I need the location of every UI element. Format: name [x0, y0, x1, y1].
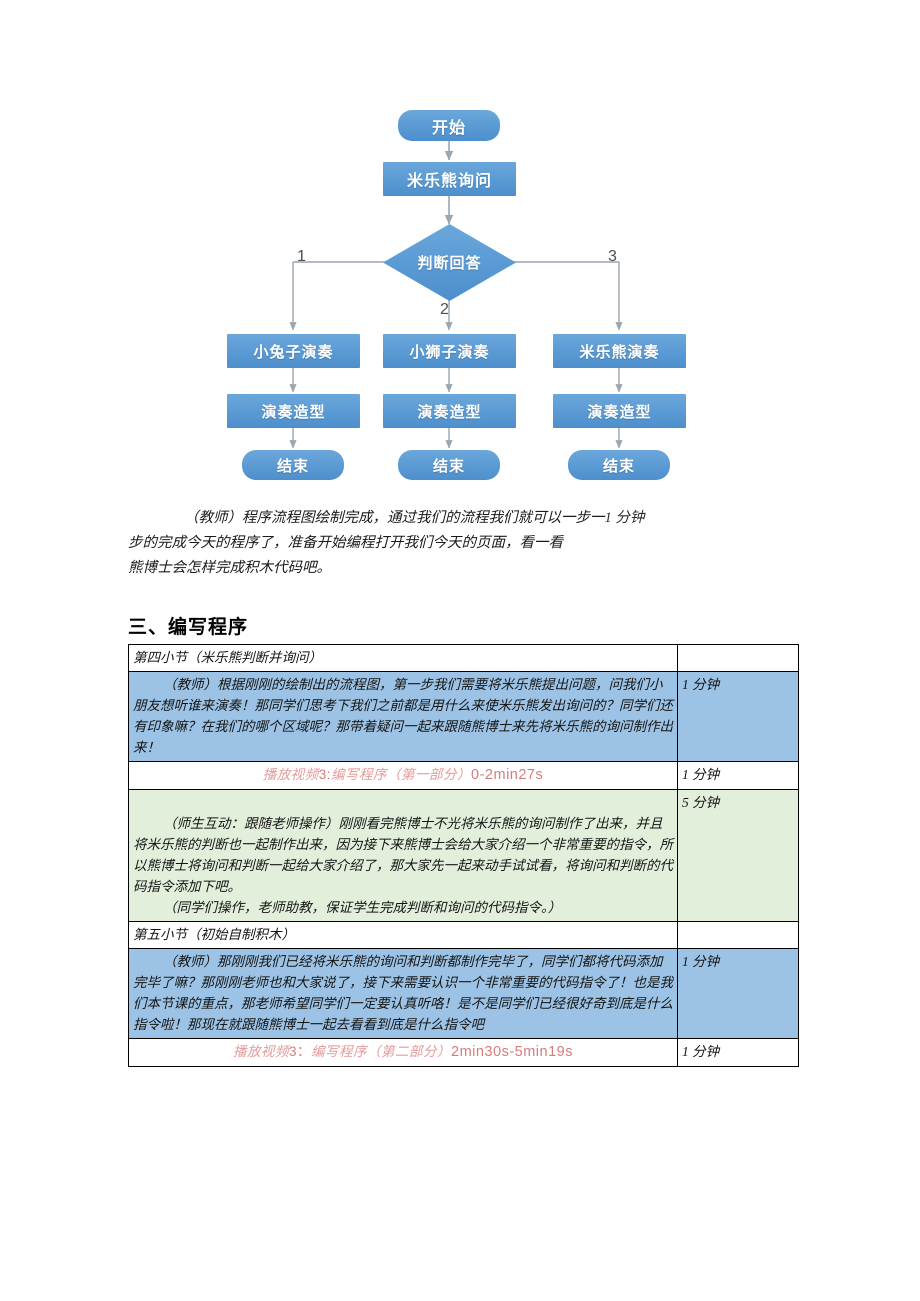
- paragraph-text: （师生互动：跟随老师操作）刚刚看完熊博士不光将米乐熊的询问制作了出来，并且将米乐…: [133, 816, 673, 894]
- paragraph: （师生互动：跟随老师操作）刚刚看完熊博士不光将米乐熊的询问制作了出来，并且将米乐…: [133, 813, 673, 897]
- table-cell-duration-2: 1 分钟: [677, 761, 799, 790]
- video-cue-line: 播放视频3：编写程序（第二部分）2min30s-5min19s: [133, 1041, 673, 1063]
- flow-node-start: 开始: [398, 110, 500, 141]
- table-cell-interaction-script: （师生互动：跟随老师操作）刚刚看完熊博士不光将米乐熊的询问制作了出来，并且将米乐…: [128, 789, 678, 922]
- narrative-line-1-text: （教师）程序流程图绘制完成，通过我们的流程我们就可以一步一: [184, 510, 605, 526]
- video-number: 3: [289, 1044, 298, 1059]
- video-timecode: 2min30s-5min19s: [451, 1044, 573, 1060]
- flow-node-rabbit-pose: 演奏造型: [227, 394, 360, 428]
- flow-node-ask-label: 米乐熊询问: [406, 173, 492, 190]
- narrative-line-3: 熊博士会怎样完成积木代码吧。: [128, 560, 331, 576]
- flow-node-rabbit-play-label: 小兔子演奏: [253, 343, 334, 361]
- flow-node-bear-pose-label: 演奏造型: [587, 403, 652, 421]
- paragraph: （教师）那刚刚我们已经将米乐熊的询问和判断都制作完毕了，同学们都将代码添加完毕了…: [133, 951, 673, 1035]
- flow-node-lion-pose: 演奏造型: [383, 394, 516, 428]
- paragraph-text: （教师）根据刚刚的绘制出的流程图，第一步我们需要将米乐熊提出问题，问我们小朋友想…: [133, 677, 673, 755]
- table-cell-video-2: 播放视频3：编写程序（第二部分）2min30s-5min19s: [128, 1038, 678, 1067]
- flow-node-bear-end: 结束: [568, 450, 670, 480]
- flow-node-lion-pose-label: 演奏造型: [417, 403, 482, 421]
- video-number: 3: [318, 767, 327, 782]
- flow-node-lion-play-label: 小狮子演奏: [409, 343, 490, 361]
- narrative-paragraph: （教师）程序流程图绘制完成，通过我们的流程我们就可以一步一1 分钟 步的完成今天…: [128, 506, 788, 581]
- table-cell-duration-4: 1 分钟: [677, 948, 799, 1039]
- paragraph: （教师）根据刚刚的绘制出的流程图，第一步我们需要将米乐熊提出问题，问我们小朋友想…: [133, 674, 673, 758]
- flow-node-bear-end-label: 结束: [602, 457, 635, 475]
- video-prefix: 播放视频: [262, 767, 319, 782]
- video-timecode: 0-2min27s: [471, 767, 544, 783]
- flow-node-rabbit-end-label: 结束: [276, 457, 309, 475]
- flow-node-start-label: 开始: [431, 119, 466, 137]
- flow-edge-label-1: 1: [297, 248, 306, 265]
- flow-node-lion-play: 小狮子演奏: [383, 334, 516, 368]
- flow-node-bear-play-label: 米乐熊演奏: [579, 343, 660, 361]
- flow-node-rabbit-play: 小兔子演奏: [227, 334, 360, 368]
- narrative-line-1: （教师）程序流程图绘制完成，通过我们的流程我们就可以一步一1 分钟: [128, 506, 788, 531]
- paragraph-spacer: [133, 792, 673, 813]
- narrative-line-2: 步的完成今天的程序了，准备开始编程打开我们今天的页面，看一看: [128, 535, 563, 551]
- table-row: （教师）那刚刚我们已经将米乐熊的询问和判断都制作完毕了，同学们都将代码添加完毕了…: [128, 948, 799, 1039]
- table-cell-video-1: 播放视频3:编写程序（第一部分）0-2min27s: [128, 761, 678, 790]
- table-cell-subsection-5: 第五小节（初始自制积木）: [128, 921, 678, 949]
- flow-node-rabbit-pose-label: 演奏造型: [261, 403, 326, 421]
- table-row: （师生互动：跟随老师操作）刚刚看完熊博士不光将米乐熊的询问制作了出来，并且将米乐…: [128, 789, 799, 922]
- paragraph-secondary: （同学们操作，老师助教，保证学生完成判断和询问的代码指令。）: [133, 897, 673, 918]
- flow-edge-label-2: 2: [440, 301, 449, 318]
- table-row: 第四小节（米乐熊判断并询问）: [128, 644, 799, 672]
- flow-node-bear-play: 米乐熊演奏: [553, 334, 686, 368]
- table-row: 播放视频3：编写程序（第二部分）2min30s-5min19s 1 分钟: [128, 1038, 799, 1067]
- lesson-plan-table: 第四小节（米乐熊判断并询问） （教师）根据刚刚的绘制出的流程图，第一步我们需要将…: [128, 644, 799, 1067]
- table-cell-duration-3: 5 分钟: [677, 789, 799, 922]
- video-title: 编写程序（第一部分）: [331, 767, 472, 782]
- paragraph-text-2: （同学们操作，老师助教，保证学生完成判断和询问的代码指令。）: [163, 900, 562, 915]
- flowchart-connectors: [289, 140, 623, 449]
- flow-node-bear-pose: 演奏造型: [553, 394, 686, 428]
- table-cell-teacher-script-1: （教师）根据刚刚的绘制出的流程图，第一步我们需要将米乐熊提出问题，问我们小朋友想…: [128, 671, 678, 762]
- flow-node-decision-label: 判断回答: [417, 255, 482, 272]
- table-row: （教师）根据刚刚的绘制出的流程图，第一步我们需要将米乐熊提出问题，问我们小朋友想…: [128, 671, 799, 762]
- table-cell-teacher-script-2: （教师）那刚刚我们已经将米乐熊的询问和判断都制作完毕了，同学们都将代码添加完毕了…: [128, 948, 678, 1039]
- table-row: 第五小节（初始自制积木）: [128, 921, 799, 949]
- table-row: 播放视频3:编写程序（第一部分）0-2min27s 1 分钟: [128, 761, 799, 790]
- flow-node-rabbit-end: 结束: [242, 450, 344, 480]
- flow-node-lion-end-label: 结束: [432, 457, 465, 475]
- flow-node-ask: 米乐熊询问: [383, 162, 516, 196]
- video-separator: :: [326, 767, 332, 782]
- video-separator: ：: [297, 1044, 312, 1059]
- program-flowchart: 开始 米乐熊询问 判断回答 1 2 3 小兔子演奏 小狮子演奏 米乐熊演奏 演奏…: [0, 0, 920, 500]
- table-cell-duration-5: 1 分钟: [677, 1038, 799, 1067]
- narrative-line-1-duration: 1 分钟: [604, 510, 645, 526]
- video-cue-line: 播放视频3:编写程序（第一部分）0-2min27s: [133, 764, 673, 786]
- table-cell-duration-subsection-5: [677, 921, 799, 949]
- flow-node-lion-end: 结束: [398, 450, 500, 480]
- video-title: 编写程序（第二部分）: [311, 1044, 452, 1059]
- table-cell-subsection-4: 第四小节（米乐熊判断并询问）: [128, 644, 678, 672]
- flow-edge-label-3: 3: [608, 248, 617, 265]
- table-cell-duration-subsection-4: [677, 644, 799, 672]
- video-prefix: 播放视频: [233, 1044, 290, 1059]
- page-section-heading: 三、编写程序: [128, 617, 249, 638]
- paragraph-text: （教师）那刚刚我们已经将米乐熊的询问和判断都制作完毕了，同学们都将代码添加完毕了…: [133, 954, 673, 1032]
- table-cell-duration-1: 1 分钟: [677, 671, 799, 762]
